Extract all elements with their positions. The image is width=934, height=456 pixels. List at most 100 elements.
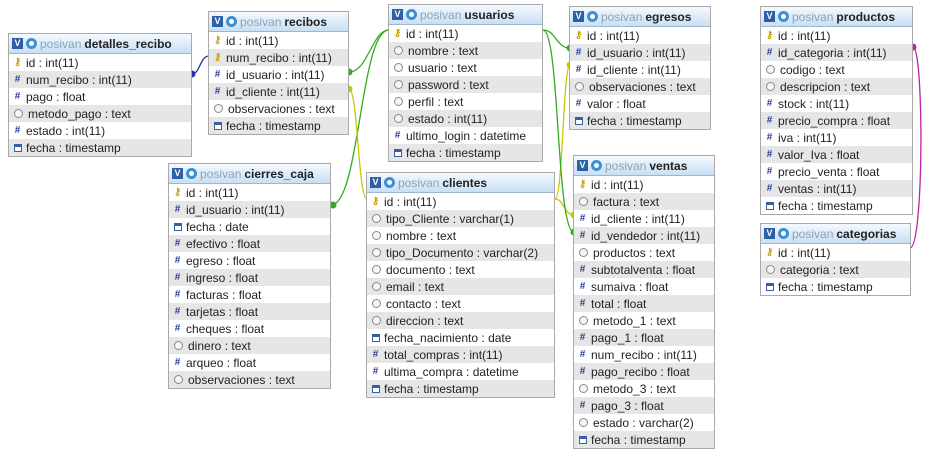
column-row[interactable]: fecha : date bbox=[169, 218, 330, 235]
column-row[interactable]: ⚷id : int(11) bbox=[761, 244, 910, 261]
column-row[interactable]: nombre : text bbox=[389, 42, 542, 59]
column-row[interactable]: #id_usuario : int(11) bbox=[570, 44, 710, 61]
column-row[interactable]: #num_recibo : int(11) bbox=[9, 71, 191, 88]
column-row[interactable]: fecha : timestamp bbox=[761, 197, 912, 214]
column-row[interactable]: #subtotalventa : float bbox=[574, 261, 714, 278]
column-row[interactable]: direccion : text bbox=[367, 312, 554, 329]
collapse-toggle-icon[interactable]: V bbox=[12, 38, 23, 49]
column-row[interactable]: #arqueo : float bbox=[169, 354, 330, 371]
column-row[interactable]: usuario : text bbox=[389, 59, 542, 76]
column-row[interactable]: #tarjetas : float bbox=[169, 303, 330, 320]
column-row[interactable]: #id_usuario : int(11) bbox=[209, 66, 348, 83]
column-row[interactable]: #estado : int(11) bbox=[9, 122, 191, 139]
column-row[interactable]: #num_recibo : int(11) bbox=[574, 346, 714, 363]
column-row[interactable]: #pago_1 : float bbox=[574, 329, 714, 346]
column-row[interactable]: #cheques : float bbox=[169, 320, 330, 337]
column-row[interactable]: ⚷id : int(11) bbox=[169, 184, 330, 201]
column-row[interactable]: #ventas : int(11) bbox=[761, 180, 912, 197]
column-row[interactable]: #sumaiva : float bbox=[574, 278, 714, 295]
column-row[interactable]: #id_vendedor : int(11) bbox=[574, 227, 714, 244]
column-row[interactable]: codigo : text bbox=[761, 61, 912, 78]
column-row[interactable]: password : text bbox=[389, 76, 542, 93]
column-row[interactable]: observaciones : text bbox=[169, 371, 330, 388]
column-row[interactable]: metodo_pago : text bbox=[9, 105, 191, 122]
column-row[interactable]: observaciones : text bbox=[209, 100, 348, 117]
gear-icon[interactable] bbox=[778, 11, 789, 22]
column-row[interactable]: fecha : timestamp bbox=[209, 117, 348, 134]
column-row[interactable]: tipo_Cliente : varchar(1) bbox=[367, 210, 554, 227]
column-row[interactable]: #valor_Iva : float bbox=[761, 146, 912, 163]
column-row[interactable]: perfil : text bbox=[389, 93, 542, 110]
gear-icon[interactable] bbox=[186, 168, 197, 179]
column-row[interactable]: dinero : text bbox=[169, 337, 330, 354]
column-row[interactable]: #valor : float bbox=[570, 95, 710, 112]
column-row[interactable]: #stock : int(11) bbox=[761, 95, 912, 112]
column-row[interactable]: ⚷id : int(11) bbox=[574, 176, 714, 193]
gear-icon[interactable] bbox=[591, 160, 602, 171]
column-row[interactable]: #ultima_compra : datetime bbox=[367, 363, 554, 380]
column-row[interactable]: #efectivo : float bbox=[169, 235, 330, 252]
collapse-toggle-icon[interactable]: V bbox=[573, 11, 584, 22]
column-row[interactable]: #total : float bbox=[574, 295, 714, 312]
column-row[interactable]: ⚷num_recibo : int(11) bbox=[209, 49, 348, 66]
column-row[interactable]: documento : text bbox=[367, 261, 554, 278]
collapse-toggle-icon[interactable]: V bbox=[577, 160, 588, 171]
column-row[interactable]: tipo_Documento : varchar(2) bbox=[367, 244, 554, 261]
gear-icon[interactable] bbox=[406, 9, 417, 20]
column-row[interactable]: fecha : timestamp bbox=[574, 431, 714, 448]
column-row[interactable]: productos : text bbox=[574, 244, 714, 261]
column-row[interactable]: categoria : text bbox=[761, 261, 910, 278]
column-row[interactable]: nombre : text bbox=[367, 227, 554, 244]
column-row[interactable]: #id_cliente : int(11) bbox=[574, 210, 714, 227]
gear-icon[interactable] bbox=[778, 228, 789, 239]
column-row[interactable]: #id_cliente : int(11) bbox=[209, 83, 348, 100]
collapse-toggle-icon[interactable]: V bbox=[392, 9, 403, 20]
column-row[interactable]: email : text bbox=[367, 278, 554, 295]
column-row[interactable]: #pago_3 : float bbox=[574, 397, 714, 414]
column-row[interactable]: ⚷id : int(11) bbox=[761, 27, 912, 44]
collapse-toggle-icon[interactable]: V bbox=[764, 228, 775, 239]
column-row[interactable]: ⚷id : int(11) bbox=[9, 54, 191, 71]
gear-icon[interactable] bbox=[26, 38, 37, 49]
column-row[interactable]: observaciones : text bbox=[570, 78, 710, 95]
gear-icon[interactable] bbox=[587, 11, 598, 22]
column-row[interactable]: fecha : timestamp bbox=[367, 380, 554, 397]
column-row[interactable]: ⚷id : int(11) bbox=[209, 32, 348, 49]
column-row[interactable]: factura : text bbox=[574, 193, 714, 210]
column-row[interactable]: fecha : timestamp bbox=[389, 144, 542, 161]
column-row[interactable]: ⚷id : int(11) bbox=[389, 25, 542, 42]
gear-icon[interactable] bbox=[384, 177, 395, 188]
column-row[interactable]: fecha : timestamp bbox=[761, 278, 910, 295]
collapse-toggle-icon[interactable]: V bbox=[764, 11, 775, 22]
column-row[interactable]: descripcion : text bbox=[761, 78, 912, 95]
column-row[interactable]: #ingreso : float bbox=[169, 269, 330, 286]
collapse-toggle-icon[interactable]: V bbox=[370, 177, 381, 188]
column-row[interactable]: contacto : text bbox=[367, 295, 554, 312]
column-row[interactable]: fecha_nacimiento : date bbox=[367, 329, 554, 346]
column-row[interactable]: #id_usuario : int(11) bbox=[169, 201, 330, 218]
column-row[interactable]: metodo_1 : text bbox=[574, 312, 714, 329]
column-row[interactable]: #pago_recibo : float bbox=[574, 363, 714, 380]
column-row[interactable]: #ultimo_login : datetime bbox=[389, 127, 542, 144]
collapse-toggle-icon[interactable]: V bbox=[212, 16, 223, 27]
column-row[interactable]: ⚷id : int(11) bbox=[570, 27, 710, 44]
column-row[interactable]: #iva : int(11) bbox=[761, 129, 912, 146]
column-row[interactable]: #id_cliente : int(11) bbox=[570, 61, 710, 78]
column-row[interactable]: metodo_3 : text bbox=[574, 380, 714, 397]
collapse-toggle-icon[interactable]: V bbox=[172, 168, 183, 179]
column-row[interactable]: estado : int(11) bbox=[389, 110, 542, 127]
